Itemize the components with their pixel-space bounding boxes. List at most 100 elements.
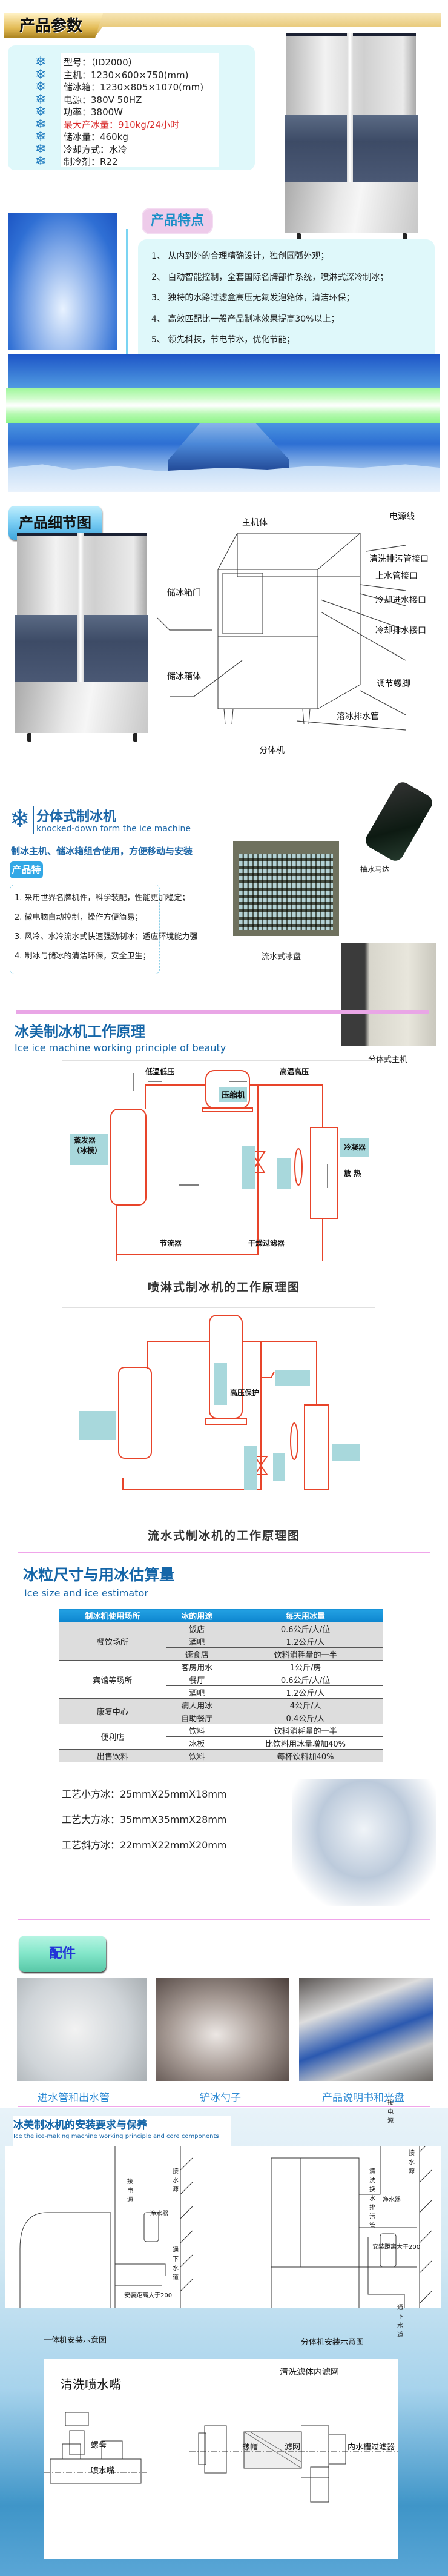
table-row: 冰板比饮料用冰量增加40% bbox=[59, 1736, 383, 1750]
ice-mountain-banner bbox=[8, 354, 440, 492]
amount-cell: 0.6公斤/人/位 bbox=[227, 1673, 383, 1686]
pink-divider bbox=[18, 2106, 430, 2107]
label-water-left: 接水源 bbox=[173, 2168, 179, 2193]
label-power-cord: 电源线 bbox=[389, 512, 415, 522]
feature-item: 3、 独特的水路过滤盒高压无氟发泡箱体，清洁环保； bbox=[151, 293, 355, 303]
installation-sketches bbox=[19, 2146, 432, 2308]
table-row: 便利店饮料饮料消耗量的一半 bbox=[59, 1724, 383, 1750]
install-header-box bbox=[13, 2116, 231, 2148]
split-title: 分体式制冰机 bbox=[36, 809, 117, 825]
manual-cd-photo bbox=[299, 1978, 433, 2081]
ice-photo bbox=[8, 213, 117, 350]
ice-size-title: 冰粒尺寸与用冰估算量 bbox=[23, 1566, 175, 1584]
split-feature-item: 2. 微电脑自动控制，操作方便简易； bbox=[15, 913, 143, 922]
snowflake-icon: ❄ bbox=[35, 116, 47, 132]
product-detail-photo bbox=[15, 533, 154, 742]
snowflake-icon: ❄ bbox=[10, 805, 30, 833]
amount-cell: 4公斤/人 bbox=[227, 1698, 383, 1711]
label-water-right: 接水源 bbox=[409, 2150, 415, 2175]
clean-filter-title: 清洗滤体内滤网 bbox=[280, 2368, 339, 2377]
usage-cell: 餐厅 bbox=[165, 1673, 228, 1686]
label-sewer-left: 通下水道 bbox=[173, 2247, 179, 2281]
unit-caption: 分体式主机 bbox=[368, 1055, 408, 1064]
split-feature-item: 1. 采用世界名牌机件，科学装配，性能更加稳定； bbox=[15, 894, 190, 903]
params-list bbox=[61, 53, 219, 167]
split-features-panel bbox=[10, 885, 160, 974]
param-row: 功率：3800W bbox=[64, 107, 124, 118]
snowflake-icon: ❄ bbox=[35, 104, 47, 119]
title-divider bbox=[33, 806, 34, 834]
scoop-photo bbox=[156, 1978, 289, 2081]
params-title: 产品参数 bbox=[19, 17, 83, 35]
param-row: 制冷剂：R22 bbox=[64, 156, 118, 167]
usage-cell: 饮料 bbox=[165, 1724, 228, 1737]
install-caption-left: 一体机安装示意图 bbox=[44, 2336, 107, 2345]
snowflake-icon: ❄ bbox=[35, 55, 47, 70]
label-drain-port: 清洗排污管接口 bbox=[369, 554, 429, 564]
usage-cell: 病人用冰 bbox=[165, 1698, 228, 1711]
usage-cell: 饭店 bbox=[165, 1622, 228, 1635]
snowflake-icon: ❄ bbox=[35, 129, 47, 144]
split-feature-item: 3. 风冷、水冷流水式快速强劲制冰；适应环境能力强 bbox=[15, 932, 198, 941]
flow-diagram-caption: 流水式制冰机的工作原理图 bbox=[147, 1529, 300, 1542]
accessories-title: 配件 bbox=[48, 1946, 76, 1961]
param-row: 储冰量：460kg bbox=[64, 131, 128, 142]
usage-cell: 自助餐厅 bbox=[165, 1711, 228, 1724]
label-evaporator: 蒸发器 bbox=[74, 1136, 96, 1144]
label-cap: 螺帽 bbox=[242, 2443, 259, 2452]
label-filter: 内水槽过滤器 bbox=[348, 2443, 395, 2452]
usage-cell: 速食店 bbox=[165, 1647, 228, 1661]
split-features-tag: 产品特点 bbox=[10, 861, 43, 892]
place-cell: 宾馆等场所 bbox=[59, 1660, 166, 1699]
split-description: 制冰主机、储冰箱组合使用，方便移动与安装 bbox=[11, 846, 193, 857]
param-row: 储冰箱：1230×805×1070(mm) bbox=[64, 82, 204, 93]
hose-photo bbox=[17, 1978, 147, 2081]
spray-cycle-diagram bbox=[62, 1060, 375, 1261]
install-subtitle: Ice the ice-making machine working princ… bbox=[13, 2133, 219, 2140]
ice-size-item: 工艺小方冰：25mmX25mmX18mm bbox=[62, 1788, 227, 1800]
table-header: 每天用冰量 bbox=[227, 1608, 384, 1622]
amount-cell: 饮料消耗量的一半 bbox=[227, 1647, 383, 1661]
amount-cell: 1.2公斤/人 bbox=[227, 1685, 383, 1699]
ice-cubes-photo bbox=[292, 1779, 436, 1906]
clean-nozzle-title: 清洗喷水嘴 bbox=[61, 2377, 121, 2392]
usage-cell: 饮料 bbox=[165, 1749, 228, 1762]
label-purifier-right: 净水器 bbox=[383, 2197, 401, 2203]
label-drain-pipe: 清洗换水排污管 bbox=[369, 2168, 375, 2229]
feature-item: 5、 领先科技，节电节水，优化节能； bbox=[151, 335, 295, 345]
place-cell: 便利店 bbox=[59, 1724, 166, 1750]
label-cool-in: 冷却进水接口 bbox=[375, 596, 426, 605]
label-distance-right: 安装距离大于200 bbox=[372, 2244, 421, 2251]
table-row: 速食店饮料消耗量的一半 bbox=[59, 1647, 383, 1661]
details-title: 产品细节图 bbox=[19, 514, 91, 531]
param-row: 最大产冰量：910kg/24小时 bbox=[64, 119, 179, 130]
place-cell: 出售饮料 bbox=[59, 1749, 166, 1762]
motor-caption: 抽水马达 bbox=[360, 865, 390, 874]
param-row: 主机：1230×600×750(mm) bbox=[64, 69, 189, 81]
pump-motor-photo bbox=[363, 779, 435, 864]
label-low-temp: 低温低压 bbox=[145, 1067, 175, 1076]
amount-cell: 每杯饮料加40% bbox=[227, 1749, 383, 1762]
label-hp-protect: 高压保护 bbox=[230, 1389, 260, 1397]
split-subtitle: knocked-down form the ice machine bbox=[36, 824, 191, 834]
flow-cycle-svg bbox=[79, 1315, 360, 1490]
split-machine-sketch bbox=[157, 533, 406, 731]
label-main-body: 主机体 bbox=[242, 518, 268, 528]
green-divider-band bbox=[6, 388, 440, 423]
snowflake-icon: ❄ bbox=[35, 79, 47, 95]
label-condenser: 冷凝器 bbox=[344, 1143, 366, 1152]
principle-title: 冰美制冰机工作原理 bbox=[15, 1023, 145, 1040]
accessory-caption: 进水管和出水管 bbox=[38, 2092, 110, 2104]
label-high-temp: 高温高压 bbox=[280, 1067, 309, 1076]
ice-size-item: 工艺斜方冰：22mmX22mmX20mm bbox=[62, 1839, 227, 1851]
label-bin-door: 储冰箱门 bbox=[167, 588, 201, 598]
amount-cell: 比饮料用冰量增加40% bbox=[227, 1736, 383, 1750]
label-evaporator-mold: （冰模） bbox=[73, 1146, 102, 1155]
product-photo-ice-machine bbox=[285, 33, 418, 242]
label-dryer: 干燥过滤器 bbox=[248, 1239, 285, 1247]
pink-divider bbox=[18, 1552, 430, 1553]
